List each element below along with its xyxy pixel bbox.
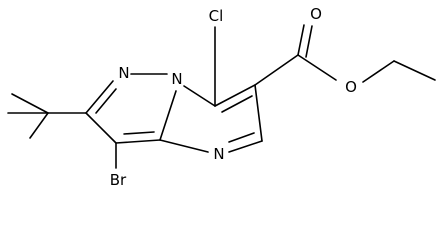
bond-c2-n1-inner [95, 88, 117, 114]
carbonyl-oxygen-label: O [310, 5, 322, 23]
molecule-drawing: Cl Br N N N O O [7, 5, 436, 189]
bond-c3a-nbridge [159, 90, 177, 141]
bond-ch2-ch3 [393, 60, 436, 81]
bond-c3-c3a-inner [123, 131, 155, 135]
bond-c5-nlower-inner [228, 132, 255, 143]
bond-c2-n1-outer [85, 80, 114, 114]
bond-c7-c6-outer [214, 84, 256, 107]
chlorine-label: Cl [209, 7, 224, 25]
bond-nbridge-c7 [183, 85, 216, 107]
bond-c6-carbonyl [254, 54, 299, 86]
bond-carbonyl-o-a [297, 24, 305, 56]
pyrazole-nitrogen-label: N [118, 64, 129, 82]
bond-tbu-c3 [29, 112, 49, 139]
bond-c2-c3 [85, 112, 117, 144]
bond-carbonyl-oester [297, 54, 337, 81]
bond-c5-nlower-outer [228, 140, 263, 153]
bromine-label: Br [110, 171, 127, 189]
bond-c6-c5 [254, 84, 263, 142]
bridgehead-nitrogen-label: N [171, 70, 182, 88]
bond-c7-c6-inner [221, 95, 253, 113]
bond-tbu-c1 [11, 93, 49, 114]
bond-oester-ch2 [362, 60, 395, 83]
ester-oxygen-label: O [345, 78, 357, 96]
bond-c3-c3a [115, 139, 161, 144]
bond-nlower-c3a [159, 139, 209, 153]
structure-diagram: Cl Br N N N O O [7, 5, 436, 189]
bond-carbonyl-o-b [305, 25, 313, 58]
pyrimidine-nitrogen-label: N [213, 145, 224, 163]
